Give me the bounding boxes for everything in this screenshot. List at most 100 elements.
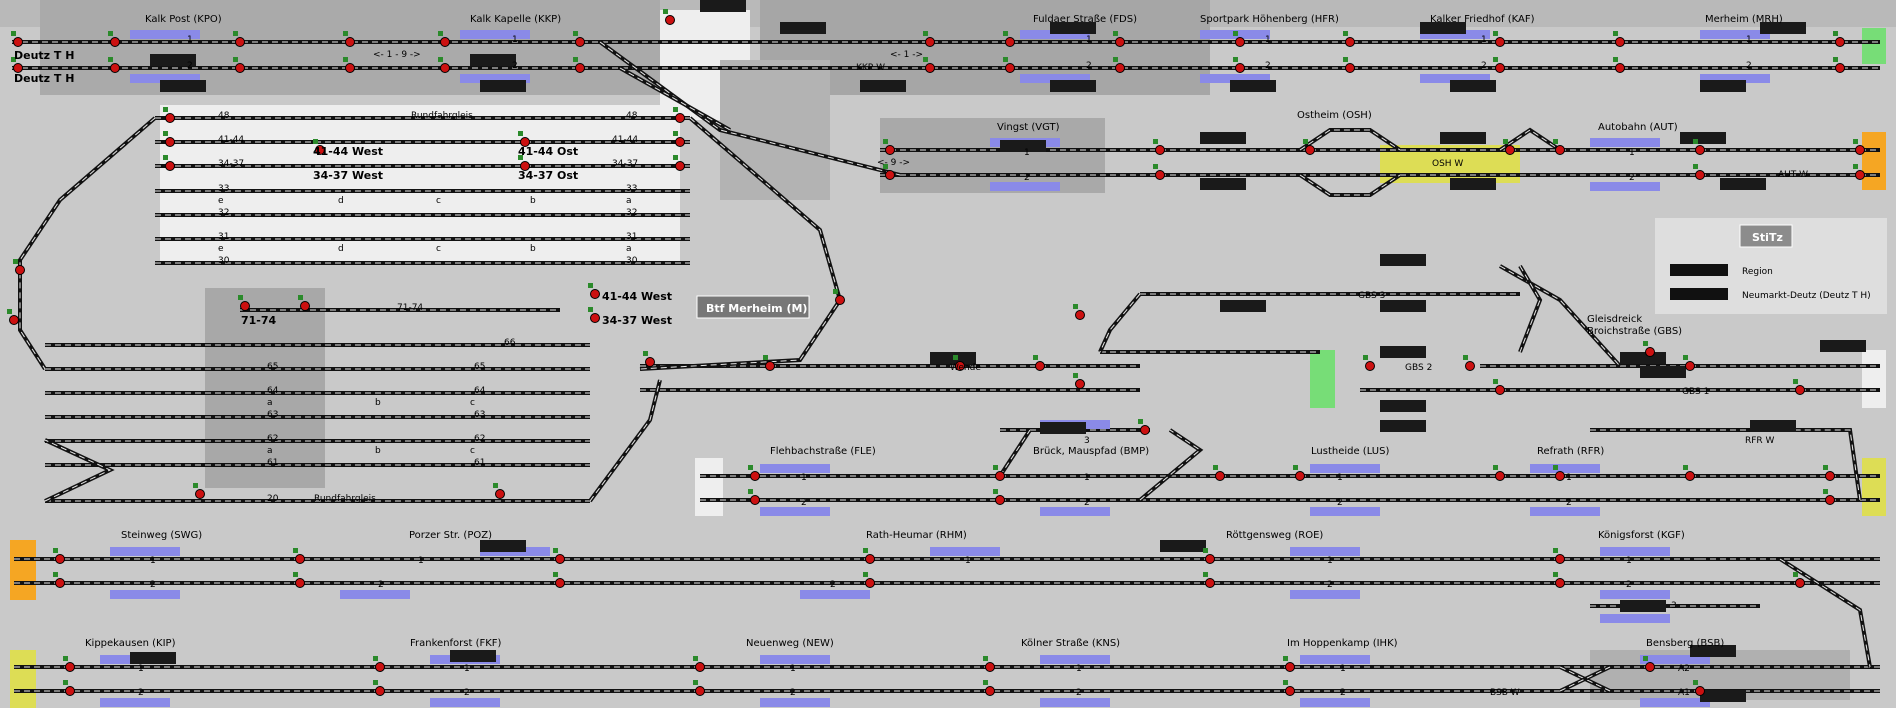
signal-head[interactable] (925, 63, 935, 73)
train-number-field[interactable] (480, 540, 526, 552)
train-number-field[interactable] (1380, 300, 1426, 312)
signal-head[interactable] (1285, 662, 1295, 672)
signal-head[interactable] (695, 686, 705, 696)
train-number-field[interactable] (1050, 80, 1096, 92)
train-number-field[interactable] (1380, 346, 1426, 358)
signal-head[interactable] (1345, 37, 1355, 47)
train-number-field[interactable] (860, 80, 906, 92)
signal-head[interactable] (1365, 361, 1375, 371)
train-number-field[interactable] (1200, 132, 1246, 144)
train-number-field[interactable] (1450, 178, 1496, 190)
signal-head[interactable] (995, 495, 1005, 505)
signal-head[interactable] (1825, 471, 1835, 481)
signal-head[interactable] (165, 161, 175, 171)
train-number-field[interactable] (1720, 178, 1766, 190)
signal-head[interactable] (55, 578, 65, 588)
signal-head[interactable] (695, 662, 705, 672)
train-number-field[interactable] (1440, 132, 1486, 144)
legend-title-box[interactable] (1739, 224, 1793, 248)
signal-head[interactable] (575, 37, 585, 47)
signal-head[interactable] (750, 495, 760, 505)
train-number-field[interactable] (1200, 178, 1246, 190)
signal-head[interactable] (1345, 63, 1355, 73)
train-number-field[interactable] (1700, 80, 1746, 92)
signal-head[interactable] (675, 113, 685, 123)
signal-head[interactable] (1155, 145, 1165, 155)
signal-head[interactable] (665, 15, 675, 25)
signal-head[interactable] (995, 471, 1005, 481)
signal-head[interactable] (1695, 686, 1705, 696)
signal-head[interactable] (1140, 425, 1150, 435)
signal-head[interactable] (1555, 471, 1565, 481)
signal-head[interactable] (1495, 385, 1505, 395)
signal-head[interactable] (1295, 471, 1305, 481)
signal-head[interactable] (1235, 63, 1245, 73)
signal-head[interactable] (345, 63, 355, 73)
signal-head[interactable] (520, 137, 530, 147)
signal-head[interactable] (1495, 37, 1505, 47)
signal-head[interactable] (110, 63, 120, 73)
signal-head[interactable] (1305, 145, 1315, 155)
signal-head[interactable] (1215, 471, 1225, 481)
signal-head[interactable] (865, 578, 875, 588)
signal-head[interactable] (1855, 170, 1865, 180)
signal-head[interactable] (1555, 578, 1565, 588)
signal-head[interactable] (1075, 379, 1085, 389)
signal-head[interactable] (645, 357, 655, 367)
train-number-field[interactable] (1680, 132, 1726, 144)
signal-head[interactable] (1005, 63, 1015, 73)
signal-head[interactable] (985, 662, 995, 672)
train-number-field[interactable] (160, 80, 206, 92)
signal-head[interactable] (300, 301, 310, 311)
signal-head[interactable] (375, 662, 385, 672)
signal-head[interactable] (1205, 554, 1215, 564)
signal-head[interactable] (1505, 145, 1515, 155)
btf-merheim-box[interactable]: Btf Merheim (M) (696, 295, 810, 319)
train-number-field[interactable] (1450, 80, 1496, 92)
signal-head[interactable] (885, 170, 895, 180)
train-number-field[interactable] (1380, 420, 1426, 432)
signal-head[interactable] (65, 662, 75, 672)
signal-head[interactable] (165, 137, 175, 147)
signal-head[interactable] (295, 554, 305, 564)
signal-head[interactable] (13, 37, 23, 47)
signal-head[interactable] (9, 315, 19, 325)
signal-head[interactable] (1285, 686, 1295, 696)
train-number-field[interactable] (1620, 352, 1666, 364)
signal-head[interactable] (1115, 37, 1125, 47)
signal-head[interactable] (1465, 361, 1475, 371)
signal-head[interactable] (1495, 63, 1505, 73)
signal-head[interactable] (495, 489, 505, 499)
signal-head[interactable] (1005, 37, 1015, 47)
signal-head[interactable] (1235, 37, 1245, 47)
signal-head[interactable] (885, 145, 895, 155)
signal-head[interactable] (1115, 63, 1125, 73)
train-number-field[interactable] (450, 650, 496, 662)
signal-head[interactable] (240, 301, 250, 311)
signal-head[interactable] (1035, 361, 1045, 371)
signal-head[interactable] (955, 361, 965, 371)
signal-head[interactable] (1075, 310, 1085, 320)
signal-head[interactable] (15, 265, 25, 275)
signal-head[interactable] (835, 295, 845, 305)
signal-head[interactable] (1495, 471, 1505, 481)
signal-head[interactable] (1835, 37, 1845, 47)
signal-head[interactable] (295, 578, 305, 588)
signal-head[interactable] (1155, 170, 1165, 180)
signal-head[interactable] (195, 489, 205, 499)
train-number-field[interactable] (1050, 22, 1096, 34)
signal-head[interactable] (345, 37, 355, 47)
signal-head[interactable] (1555, 145, 1565, 155)
signal-head[interactable] (555, 578, 565, 588)
train-number-field[interactable] (130, 652, 176, 664)
signal-head[interactable] (765, 361, 775, 371)
signal-head[interactable] (110, 37, 120, 47)
signal-head[interactable] (1615, 37, 1625, 47)
signal-head[interactable] (1825, 495, 1835, 505)
train-number-field[interactable] (1690, 645, 1736, 657)
signal-head[interactable] (1695, 145, 1705, 155)
signal-head[interactable] (375, 686, 385, 696)
train-number-field[interactable] (480, 80, 526, 92)
signal-head[interactable] (165, 113, 175, 123)
signal-head[interactable] (1835, 63, 1845, 73)
